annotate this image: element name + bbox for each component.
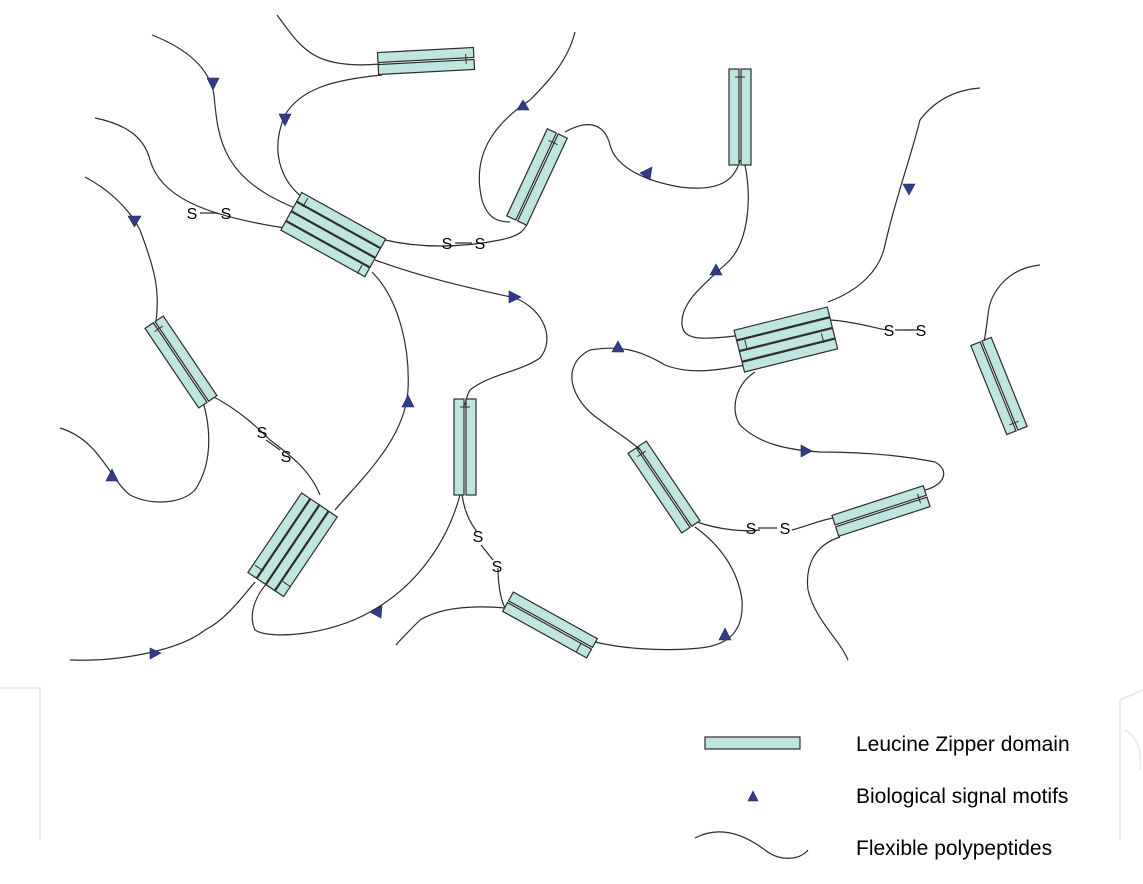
zipper-tetramer [247, 492, 339, 598]
sulfur-label: S [492, 559, 503, 576]
zipper-dimer [453, 398, 477, 496]
sulfur-label: S [257, 425, 268, 442]
signal-motif-triangle [508, 290, 522, 304]
legend: Leucine Zipper domain Biological signal … [694, 733, 1070, 860]
disulfide-labels: S S S S S S S S S S S S [187, 206, 927, 576]
signal-motif-triangle [800, 444, 813, 458]
sulfur-label: S [442, 236, 453, 253]
zipper-dimer [970, 336, 1028, 436]
zipper-tetramer [280, 191, 387, 278]
watermark-outline [0, 687, 1143, 840]
zipper-dimer [831, 484, 931, 538]
legend-zipper-swatch [704, 736, 801, 750]
signal-motif-triangle [902, 183, 916, 196]
sulfur-label: S [746, 521, 757, 538]
sulfur-label: S [473, 529, 484, 546]
signal-motif-triangle [369, 605, 383, 619]
zipper-dimer [376, 46, 476, 76]
zipper-dimer [728, 68, 752, 166]
signal-motif-triangle [127, 215, 142, 228]
legend-chain-label: Flexible polypeptides [856, 837, 1052, 860]
sulfur-label: S [916, 323, 927, 340]
legend-chain-swatch [694, 831, 809, 859]
sulfur-label: S [281, 449, 292, 466]
signal-motif-triangle [709, 263, 723, 276]
zipper-dimer [627, 440, 701, 534]
signal-motif-triangle [611, 340, 625, 353]
signal-motif-triangle [149, 647, 162, 660]
sulfur-label: S [475, 236, 486, 253]
polypeptide-chains [59, 14, 1041, 661]
legend-motif-label: Biological signal motifs [856, 785, 1068, 808]
sulfur-label: S [884, 323, 895, 340]
sulfur-label: S [221, 206, 232, 223]
sulfur-label: S [780, 521, 791, 538]
leucine-zipper-domains [144, 46, 1028, 659]
signal-motif-triangle [206, 77, 220, 91]
zipper-tetramer [733, 306, 839, 373]
signal-motif-triangle [105, 468, 119, 482]
signal-motifs [105, 77, 916, 660]
signal-motif-triangle [639, 166, 653, 181]
signal-motif-triangle [516, 99, 530, 111]
sulfur-label: S [187, 206, 198, 223]
legend-zipper-label: Leucine Zipper domain [856, 733, 1070, 756]
zipper-dimer [501, 591, 599, 659]
signal-motif-triangle [401, 394, 415, 408]
legend-motif-swatch [747, 790, 759, 802]
signal-motif-triangle [718, 627, 732, 641]
signal-motif-triangle [278, 113, 292, 127]
disulfide-bridge-lines [200, 212, 913, 561]
zipper-dimer [505, 128, 569, 226]
zipper-dimer [144, 315, 218, 409]
